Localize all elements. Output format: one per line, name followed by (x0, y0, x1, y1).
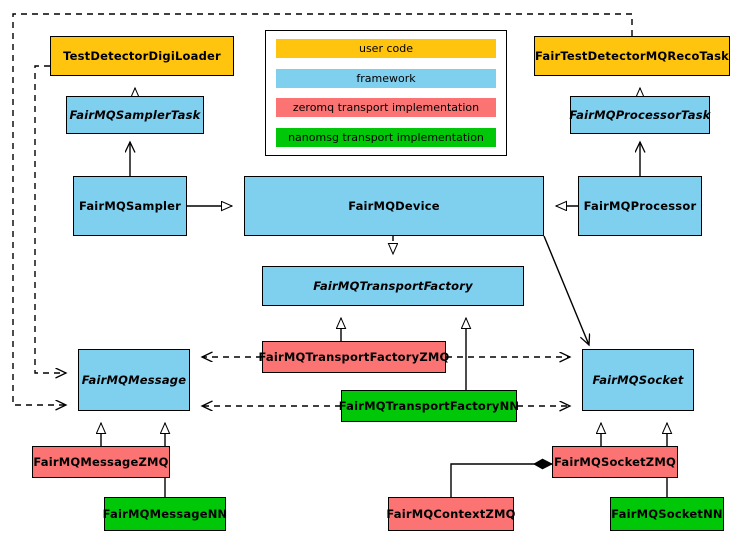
class-box-FairMQMessage[interactable]: FairMQMessage (78, 349, 190, 411)
class-label: FairMQMessage (81, 372, 187, 387)
edge-digiloader-to-message (34, 65, 66, 373)
class-label: TestDetectorDigiLoader (63, 48, 221, 63)
class-label: FairMQSocketZMQ (554, 454, 676, 469)
class-box-FairMQSocketNN[interactable]: FairMQSocketNN (610, 497, 724, 531)
class-box-FairMQDevice[interactable]: FairMQDevice (244, 176, 544, 236)
legend-label-framework: framework (356, 71, 416, 85)
class-box-FairMQContextZMQ[interactable]: FairMQContextZMQ (386, 497, 516, 531)
class-label: FairMQSampler (78, 198, 182, 213)
legend-label-nanomsg: nanomsg transport implementation (288, 130, 484, 144)
class-box-FairMQProcessor[interactable]: FairMQProcessor (578, 176, 702, 236)
class-box-FairMQMessageNN[interactable]: FairMQMessageNN (102, 497, 228, 531)
class-label: FairMQDevice (348, 198, 440, 213)
class-label: FairMQTransportFactory (313, 278, 473, 293)
legend-item-framework: framework (276, 68, 496, 88)
class-box-FairMQTransportFactoryZMQ[interactable]: FairMQTransportFactoryZMQ (259, 341, 449, 373)
class-label: FairMQProcessorTask (569, 107, 711, 122)
class-label: FairMQMessageZMQ (33, 454, 169, 469)
legend-label-zeromq: zeromq transport implementation (292, 101, 480, 115)
class-label: FairMQSocketNN (611, 506, 723, 521)
legend-label-user-code: user code (358, 42, 414, 55)
legend-item-nanomsg: nanomsg transport implementation (276, 127, 496, 147)
class-box-FairMQSocketZMQ[interactable]: FairMQSocketZMQ (552, 446, 678, 478)
class-box-TestDetectorDigiLoader[interactable]: TestDetectorDigiLoader (50, 36, 234, 76)
legend-item-zeromq: zeromq transport implementation (276, 98, 496, 118)
edge-contextzmq-to-socketzmq (450, 464, 552, 497)
class-label: FairMQProcessor (583, 198, 697, 213)
class-box-FairMQProcessorTask[interactable]: FairMQProcessorTask (569, 96, 711, 134)
class-box-FairMQMessageZMQ[interactable]: FairMQMessageZMQ (32, 446, 170, 478)
class-label: FairMQContextZMQ (386, 506, 516, 521)
edge-device-to-socket (543, 235, 589, 345)
class-box-FairMQSampler[interactable]: FairMQSampler (73, 176, 187, 236)
class-box-FairTestDetectorMQRecoTask[interactable]: FairTestDetectorMQRecoTask (534, 36, 730, 76)
class-label: FairMQTransportFactoryZMQ (258, 349, 450, 364)
legend-item-user-code: user code (276, 39, 496, 58)
class-label: FairMQSamplerTask (69, 107, 201, 122)
legend-panel: user code framework zeromq transport imp… (265, 30, 507, 156)
class-box-FairMQTransportFactory[interactable]: FairMQTransportFactory (262, 266, 524, 306)
class-label: FairMQTransportFactoryNN (338, 398, 520, 413)
class-box-FairMQSocket[interactable]: FairMQSocket (582, 349, 694, 411)
class-box-FairMQSamplerTask[interactable]: FairMQSamplerTask (66, 96, 204, 134)
class-box-FairMQTransportFactoryNN[interactable]: FairMQTransportFactoryNN (338, 390, 520, 422)
class-label: FairMQSocket (592, 372, 684, 387)
class-label: FairMQMessageNN (102, 506, 228, 521)
class-label: FairTestDetectorMQRecoTask (535, 48, 729, 63)
